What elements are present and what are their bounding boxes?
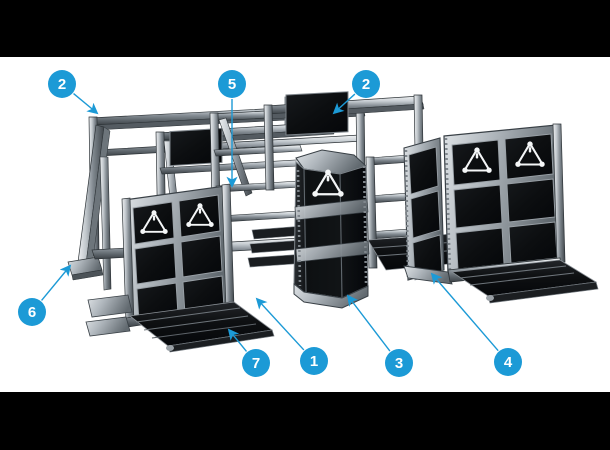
callout-badge-3[interactable]: 3 — [385, 349, 413, 377]
right-folded-wall — [403, 123, 566, 285]
callout-badge-4[interactable]: 4 — [494, 348, 522, 376]
right-ramp — [450, 259, 599, 304]
leader-line-4 — [430, 272, 499, 352]
cad-assembly-drawing — [41, 91, 599, 353]
center-corner-column — [293, 149, 370, 309]
callout-leader-lines — [41, 93, 499, 352]
leader-line-3 — [346, 294, 391, 352]
leader-line-7 — [227, 328, 248, 352]
callout-badge-1[interactable]: 1 — [300, 347, 328, 375]
illustration-canvas — [0, 57, 610, 392]
leader-line-1 — [255, 297, 305, 351]
callout-badge-2[interactable]: 2 — [48, 70, 76, 98]
callout-badge-2[interactable]: 2 — [352, 70, 380, 98]
leader-line-2 — [332, 93, 356, 115]
leader-line-6 — [41, 264, 72, 301]
callout-badge-7[interactable]: 7 — [242, 349, 270, 377]
letterbox-bar-top — [0, 0, 610, 57]
callout-badge-5[interactable]: 5 — [218, 70, 246, 98]
leader-line-2 — [73, 93, 99, 115]
callout-badge-6[interactable]: 6 — [18, 298, 46, 326]
letterbox-bar-bottom — [0, 392, 610, 450]
